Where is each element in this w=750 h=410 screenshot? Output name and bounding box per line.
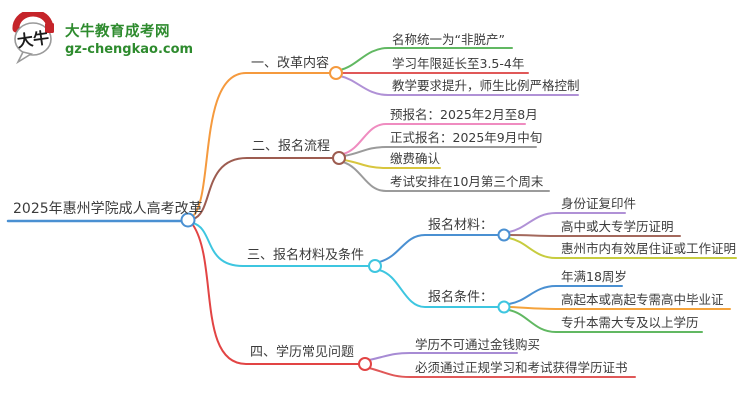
logo-bubble-tail (16, 51, 34, 64)
logo-seal-icon (45, 23, 54, 33)
leaf-3-1-1-label[interactable]: 身份证复印件 (561, 196, 637, 211)
leaf-1-1-edge (339, 47, 513, 71)
leaf-3-2-3-edge (508, 309, 703, 333)
leaf-3-1-3-edge (508, 237, 737, 259)
branch-2-edge (192, 157, 334, 220)
logo-red-arc (12, 12, 53, 33)
subnode-materials-circle[interactable] (497, 228, 511, 242)
leaf-2-2-edge (343, 146, 537, 157)
leaf-3-1-2-label[interactable]: 高中或大专学历证明 (561, 219, 674, 234)
subnode-conditions-circle[interactable] (497, 300, 511, 314)
logo-site-url: gz-chengkao.com (65, 41, 194, 57)
branch-3-edge (192, 222, 370, 267)
branch-1-label[interactable]: 一、改革内容 (251, 56, 330, 71)
logo-bubble: 大牛 (10, 12, 60, 64)
leaf-3-2-1-edge (508, 285, 623, 305)
leaf-2-1-label[interactable]: 预报名：2025年2月至8月 (390, 107, 538, 122)
leaf-4-2-edge (368, 367, 636, 378)
branch-4-label[interactable]: 四、学历常见问题 (250, 345, 355, 360)
leaf-2-3-label[interactable]: 缴费确认 (390, 151, 441, 166)
leaf-3-1-1-edge (508, 212, 626, 233)
leaf-1-3-edge (339, 75, 579, 96)
leaf-4-2-label[interactable]: 必须通过正规学习和考试获得学历证书 (415, 360, 628, 375)
leaf-2-1-edge (342, 123, 526, 155)
leaf-3-1-2-edge (509, 234, 681, 237)
leaf-2-4-edge (342, 161, 550, 192)
branch-2-label[interactable]: 二、报名流程 (252, 139, 331, 154)
leaf-1-1-label[interactable]: 名称统一为“非脱产” (392, 32, 505, 47)
branch-2-circle[interactable] (332, 151, 346, 165)
leaf-3-1-3-label[interactable]: 惠州市内有效居住证或工作证明 (561, 241, 737, 256)
leaf-1-2-label[interactable]: 学习年限延长至3.5-4年 (392, 56, 525, 71)
branch-3-label[interactable]: 三、报名材料及条件 (247, 248, 365, 263)
logo-text-block: 大牛教育成考网 gz-chengkao.com (65, 20, 193, 57)
leaf-4-1-label[interactable]: 学历不可通过金钱购买 (415, 337, 541, 352)
branch-4-edge (192, 224, 360, 365)
leaf-3-2-2-label[interactable]: 高起本或高起专需高中毕业证 (561, 292, 724, 307)
branch-3-circle[interactable] (368, 259, 382, 273)
subnode-materials-edge (378, 234, 500, 263)
subnode-materials-label[interactable]: 报名材料： (428, 218, 494, 233)
leaf-3-2-1-label[interactable]: 年满18周岁 (561, 269, 627, 284)
branch-1-edge (192, 72, 331, 217)
branch-1-circle[interactable] (329, 66, 343, 80)
logo-site-name: 大牛教育成考网 (65, 23, 170, 40)
leaf-2-4-label[interactable]: 考试安排在10月第三个周末 (390, 174, 544, 189)
leaf-3-2-3-label[interactable]: 专升本需大专及以上学历 (561, 315, 699, 330)
root-label[interactable]: 2025年惠州学院成人高考改革 (13, 201, 203, 217)
leaf-3-2-2-edge (509, 306, 731, 310)
leaf-1-3-label[interactable]: 教学要求提升，师生比例严格控制 (392, 78, 580, 93)
subnode-conditions-label[interactable]: 报名条件： (428, 290, 494, 305)
logo-bubble-body (14, 22, 52, 56)
site-logo[interactable]: 大牛 大牛教育成考网 gz-chengkao.com (10, 12, 193, 64)
branch-4-circle[interactable] (358, 357, 372, 371)
logo-bubble-chars: 大牛 (16, 28, 50, 51)
leaf-2-2-label[interactable]: 正式报名：2025年9月中旬 (390, 130, 543, 145)
leaf-4-1-edge (368, 352, 518, 361)
leaf-2-3-edge (343, 159, 441, 169)
root-node-circle[interactable] (180, 212, 196, 228)
subnode-conditions-edge (378, 269, 500, 308)
